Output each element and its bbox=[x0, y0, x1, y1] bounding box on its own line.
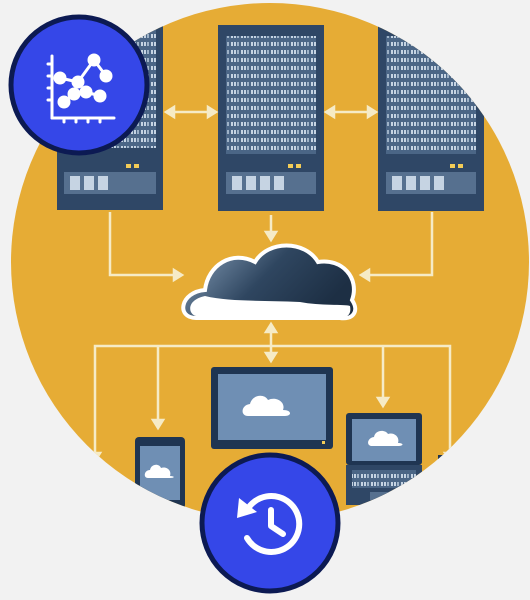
arrows bbox=[87, 104, 458, 464]
history-badge[interactable] bbox=[199, 452, 341, 594]
laptop-device bbox=[346, 413, 422, 505]
line-chart-icon bbox=[8, 14, 150, 156]
tablet-device bbox=[135, 437, 185, 509]
server-center bbox=[218, 25, 324, 211]
phone-device bbox=[438, 455, 468, 521]
history-clock-icon bbox=[199, 452, 341, 594]
analytics-badge[interactable] bbox=[8, 14, 150, 156]
cloud-icon bbox=[181, 243, 358, 321]
monitor-device bbox=[211, 367, 333, 449]
server-right bbox=[378, 25, 484, 211]
